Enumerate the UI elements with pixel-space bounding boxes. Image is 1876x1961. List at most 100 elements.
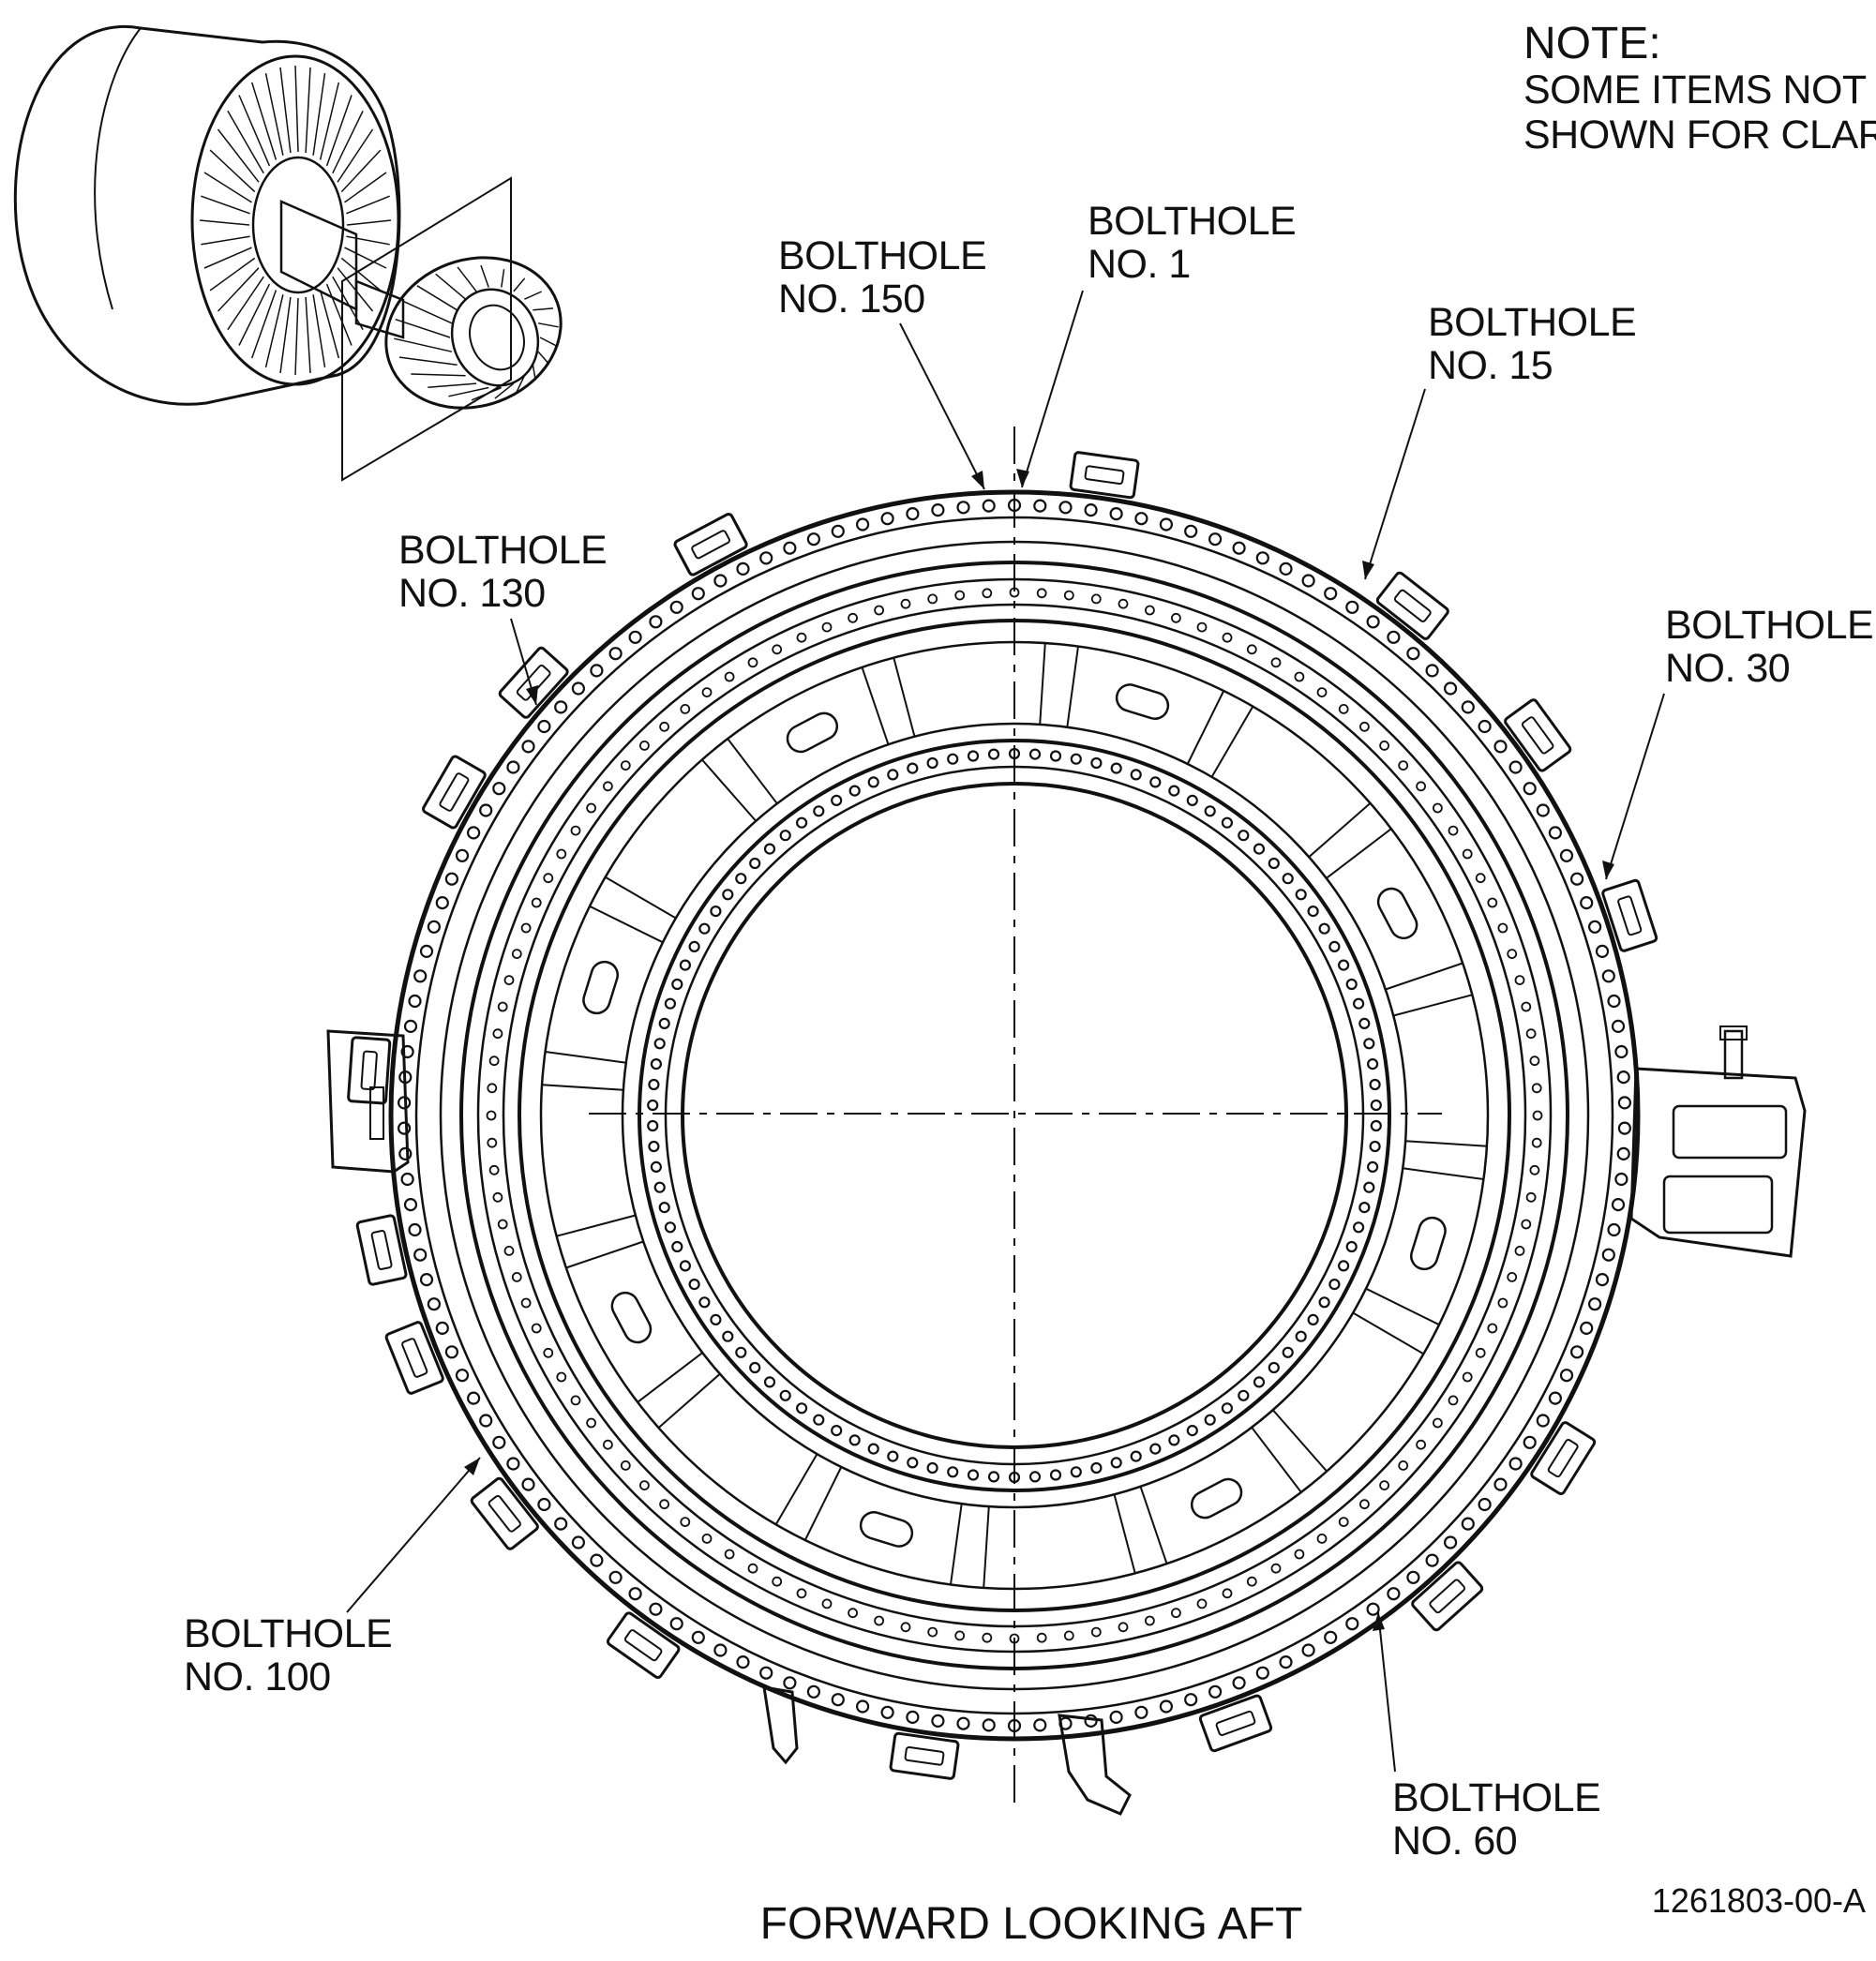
bracket-slot: [1429, 1579, 1466, 1614]
outer-bolthole: [1255, 1666, 1269, 1680]
inner-bolthole: [763, 843, 776, 855]
fan-blade: [201, 235, 250, 246]
inner-bolthole: [1370, 1119, 1382, 1132]
outer-bolthole: [1324, 587, 1338, 601]
inner-bolthole: [679, 1260, 692, 1272]
bottom-brackets: [762, 1685, 1132, 1816]
outer-bolthole: [1366, 615, 1380, 629]
label-bolthole-30-line2: NO. 30: [1665, 646, 1790, 691]
outer-bolthole: [403, 1197, 418, 1212]
inner-bolthole: [648, 1140, 660, 1153]
figure-number: 1261803-00-A: [1652, 1881, 1866, 1920]
middle-bolthole: [603, 781, 613, 792]
outer-bolthole: [1587, 920, 1602, 934]
middle-bolthole: [724, 671, 735, 682]
outer-bolthole: [1425, 1553, 1439, 1567]
inner-bolthole: [735, 1346, 747, 1358]
outer-bolthole: [982, 1718, 996, 1732]
bracket-slot: [370, 1230, 393, 1270]
strut-edge: [893, 657, 916, 738]
fan-blade: [332, 110, 364, 174]
inner-bolthole: [749, 857, 761, 870]
outer-bolthole: [571, 681, 586, 696]
fan-blade: [199, 219, 250, 226]
outer-bolthole: [1084, 502, 1098, 517]
fan-blade: [346, 235, 390, 246]
middle-bolthole: [1118, 598, 1129, 609]
bracket-slot: [439, 772, 470, 812]
inner-bolthole: [848, 1434, 861, 1446]
label-bolthole-150-line2: NO. 150: [778, 277, 925, 322]
outer-bolthole: [1324, 1630, 1338, 1644]
middle-bolthole: [1507, 949, 1518, 959]
outer-bolthole: [906, 1710, 920, 1725]
inner-bolthole: [735, 873, 747, 885]
middle-bolthole: [492, 1028, 503, 1040]
outer-bolthole: [435, 1321, 449, 1336]
inner-bolthole: [1253, 1376, 1266, 1388]
inner-bolthole: [1186, 794, 1198, 807]
inner-bolthole: [653, 1038, 666, 1050]
outer-bolthole: [759, 551, 773, 565]
note-line-2: SHOWN FOR CLARITY.: [1523, 112, 1876, 157]
mounting-brackets: [347, 451, 1658, 1780]
inner-bolthole: [867, 776, 879, 788]
turbine-vane: [471, 386, 503, 401]
inner-bolthole: [650, 1160, 663, 1174]
middle-bolthole: [1270, 657, 1282, 668]
middle-bolthole: [1497, 922, 1508, 934]
outer-bolthole: [1184, 524, 1198, 538]
middle-bolthole: [586, 802, 596, 814]
outer-bolthole: [1134, 1705, 1148, 1719]
inner-flange-outer: [638, 739, 1391, 1492]
strut-edge: [589, 905, 664, 944]
outer-bolthole: [521, 740, 535, 754]
outer-bolthole: [1614, 1172, 1628, 1187]
outer-bolthole: [537, 719, 551, 734]
middle-bolthole: [503, 975, 515, 985]
turbine-vane: [402, 300, 453, 324]
turbine-vane: [394, 337, 453, 352]
outer-bolthole: [931, 502, 945, 517]
inner-bolthole: [1337, 959, 1350, 971]
label-bolthole-150-line1: BOLTHOLE: [778, 233, 986, 278]
ring-assembly: [326, 427, 1807, 1816]
fan-blade: [264, 72, 284, 156]
inner-bolthole: [887, 769, 899, 781]
middle-bolthole: [1246, 644, 1257, 655]
label-bolthole-130-line2: NO. 130: [398, 571, 546, 616]
label-bolthole-15-line2: NO. 15: [1428, 343, 1553, 388]
label-bolthole-130-line1: BOLTHOLE: [398, 528, 607, 573]
note-line-1: SOME ITEMS NOT: [1523, 67, 1867, 112]
outer-bolthole: [713, 574, 728, 588]
outer-bolthole: [1109, 506, 1123, 521]
middle-bolthole: [772, 1576, 783, 1587]
outer-bolthole: [506, 760, 520, 774]
inner-bolthole: [1363, 1181, 1375, 1193]
strut-edge: [1039, 643, 1046, 725]
callout-bolthole-15: BOLTHOLE NO. 15: [1362, 300, 1637, 580]
outer-bolthole: [628, 1587, 642, 1601]
middle-bolthole: [747, 657, 758, 668]
inner-bolthole: [1282, 1346, 1294, 1358]
engine-locator-view: [13, 24, 563, 482]
middle-bolthole: [680, 1517, 691, 1527]
outer-bolthole: [1406, 1570, 1420, 1584]
fan-blade: [238, 283, 271, 346]
inner-bolthole: [722, 889, 734, 901]
outer-bolthole: [1478, 719, 1492, 734]
middle-bolthole: [1398, 1460, 1409, 1471]
outer-bolthole: [1366, 1602, 1380, 1616]
inner-bolthole: [698, 922, 711, 935]
middle-bolthole: [556, 848, 567, 860]
middle-bolthole: [1531, 1137, 1542, 1148]
inner-bolthole: [1221, 1402, 1234, 1415]
label-bolthole-30-line1: BOLTHOLE: [1665, 603, 1873, 648]
outer-bolthole: [1279, 561, 1293, 576]
left-side-bracket: [326, 1029, 410, 1174]
inner-bolthole: [1221, 816, 1234, 829]
outer-bolthole: [691, 587, 705, 601]
fan-blade: [294, 65, 299, 153]
callout-bolthole-100: BOLTHOLE NO. 100: [184, 1457, 481, 1699]
label-bolthole-100-line2: NO. 100: [184, 1654, 331, 1699]
